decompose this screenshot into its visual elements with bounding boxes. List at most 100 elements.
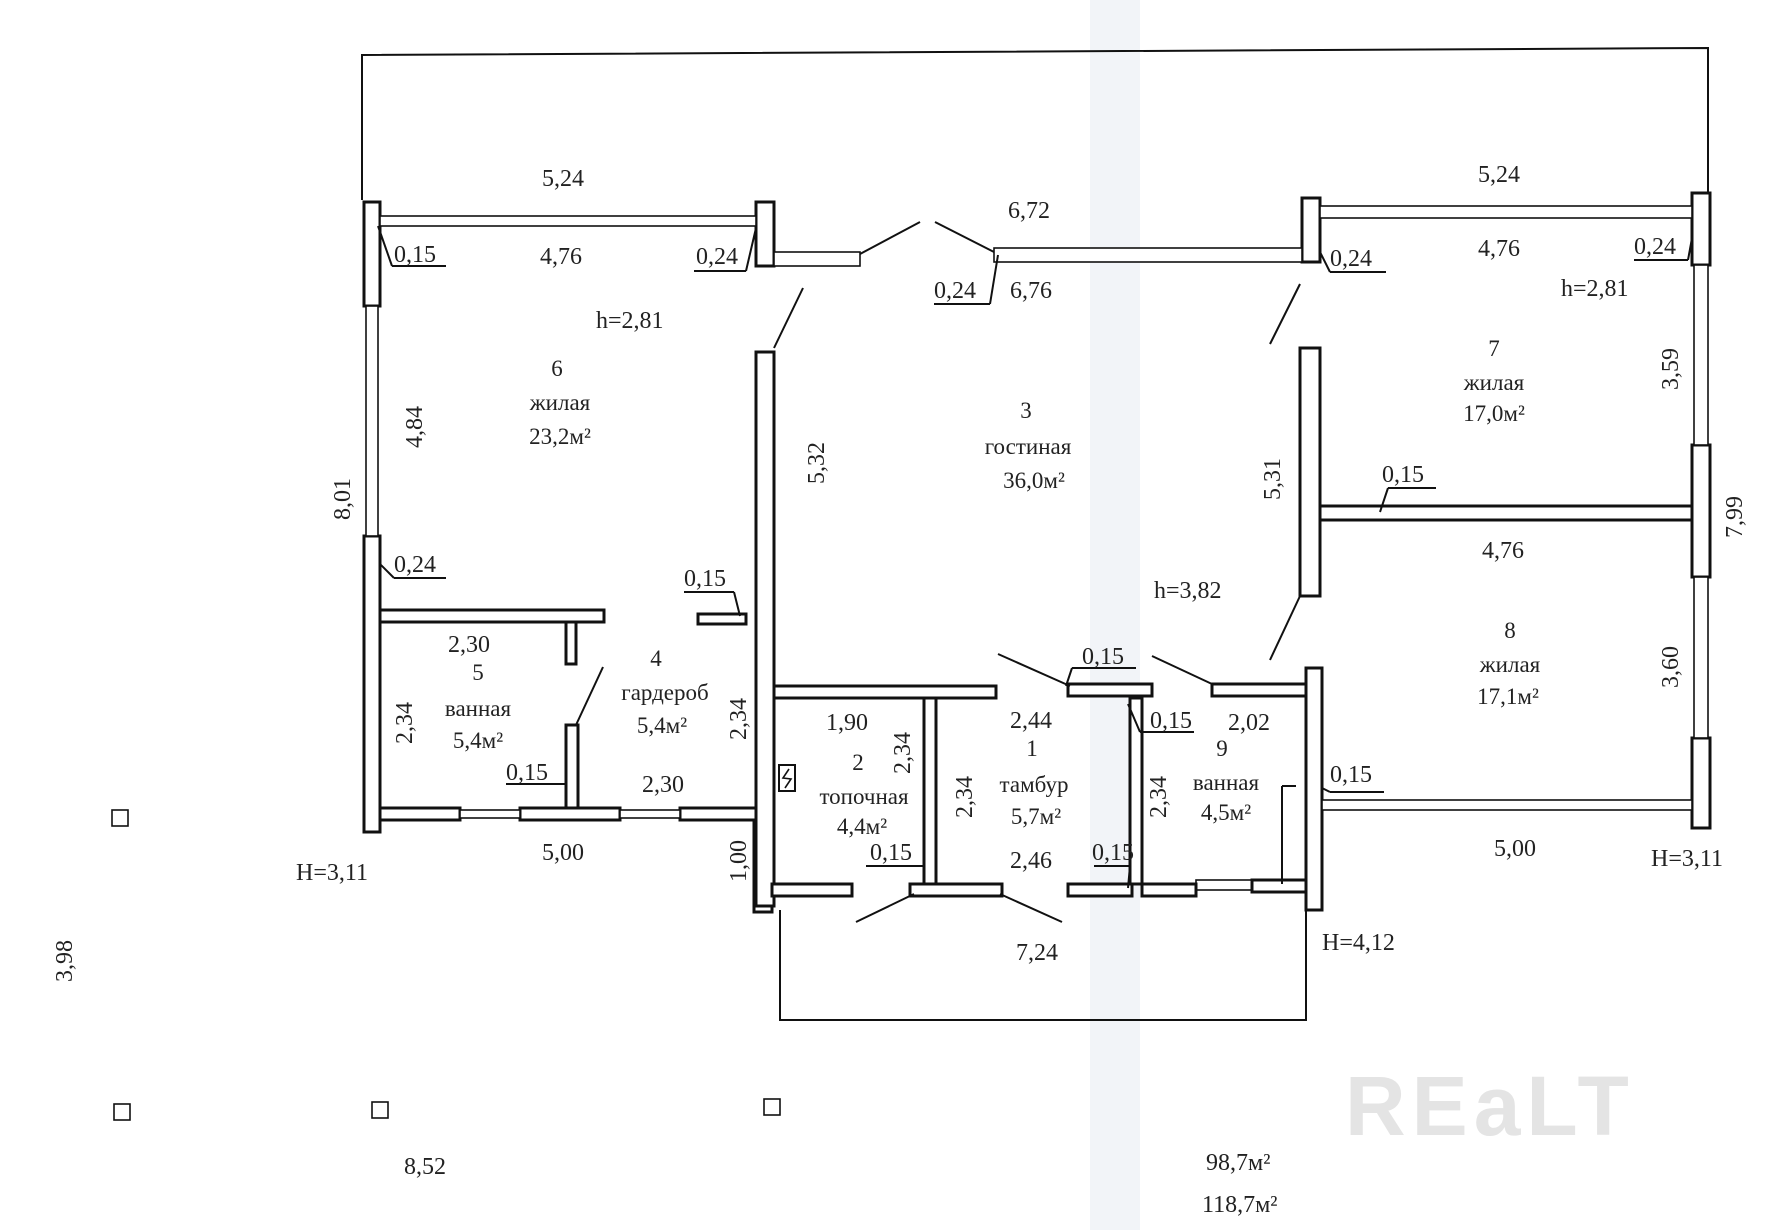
room-6-label: 6 жилая 23,2м² xyxy=(529,356,591,449)
svg-text:гардероб: гардероб xyxy=(621,680,708,705)
room-8-label: 8 жилая 17,1м² xyxy=(1477,618,1541,709)
svg-text:4,84: 4,84 xyxy=(402,406,428,448)
svg-text:5,4м²: 5,4м² xyxy=(637,713,687,738)
svg-text:6,76: 6,76 xyxy=(1010,278,1052,304)
svg-text:3,59: 3,59 xyxy=(1658,348,1684,390)
svg-text:1,90: 1,90 xyxy=(826,710,868,736)
svg-text:2,34: 2,34 xyxy=(1146,776,1172,818)
room-5-label: 5 ванная 5,4м² xyxy=(445,660,512,753)
svg-text:тамбур: тамбур xyxy=(1000,772,1069,797)
svg-text:H=3,11: H=3,11 xyxy=(1651,846,1723,872)
svg-text:3,60: 3,60 xyxy=(1658,646,1684,688)
svg-text:23,2м²: 23,2м² xyxy=(529,424,591,449)
room-4-label: 4 гардероб 5,4м² xyxy=(621,646,708,738)
svg-text:0,24: 0,24 xyxy=(1330,246,1372,272)
svg-text:17,1м²: 17,1м² xyxy=(1477,684,1539,709)
svg-text:7,24: 7,24 xyxy=(1016,940,1058,966)
dimension-labels: 5,24 4,76 0,15 0,24 6,72 6,76 0,24 5,24 … xyxy=(394,162,1676,1218)
svg-text:5,24: 5,24 xyxy=(542,166,584,192)
svg-text:4,76: 4,76 xyxy=(540,244,582,270)
svg-text:2,30: 2,30 xyxy=(448,632,490,658)
svg-text:36,0м²: 36,0м² xyxy=(1003,468,1065,493)
room-7-label: 7 жилая 17,0м² xyxy=(1463,336,1525,426)
paper-fold xyxy=(1090,0,1140,1230)
room-9-label: 9 ванная 4,5м² xyxy=(1193,736,1260,825)
svg-text:жилая: жилая xyxy=(529,390,591,415)
svg-text:0,24: 0,24 xyxy=(1634,234,1676,260)
outline xyxy=(361,46,1709,1021)
svg-text:0,15: 0,15 xyxy=(684,566,726,592)
svg-text:2,34: 2,34 xyxy=(726,698,752,740)
svg-text:6,72: 6,72 xyxy=(1008,198,1050,224)
svg-text:2,46: 2,46 xyxy=(1010,848,1052,874)
svg-text:2,44: 2,44 xyxy=(1010,708,1052,734)
svg-text:2,34: 2,34 xyxy=(392,702,418,744)
watermark-logo: REaLT xyxy=(1345,1059,1635,1153)
room-3-label: 3 гостиная 36,0м² xyxy=(985,398,1072,493)
svg-text:8: 8 xyxy=(1504,618,1516,643)
svg-text:0,15: 0,15 xyxy=(394,242,436,268)
svg-text:H=3,11: H=3,11 xyxy=(296,860,368,886)
svg-text:4,4м²: 4,4м² xyxy=(837,814,887,839)
svg-text:2,02: 2,02 xyxy=(1228,710,1270,736)
svg-text:5,31: 5,31 xyxy=(1260,458,1286,500)
svg-text:5,4м²: 5,4м² xyxy=(453,728,503,753)
leader-lines xyxy=(377,225,1693,889)
svg-text:5,7м²: 5,7м² xyxy=(1011,804,1061,829)
svg-text:1: 1 xyxy=(1026,736,1038,761)
svg-text:4: 4 xyxy=(650,646,662,671)
svg-text:7: 7 xyxy=(1488,336,1500,361)
height-labels: h=2,81 h=2,81 h=3,82 H=3,11 H=3,11 H=4,1… xyxy=(296,276,1723,956)
svg-text:1,00: 1,00 xyxy=(726,840,752,882)
svg-text:8,01: 8,01 xyxy=(330,478,356,520)
square-markers xyxy=(111,809,781,1121)
svg-text:жилая: жилая xyxy=(1479,652,1541,677)
svg-text:2,30: 2,30 xyxy=(642,772,684,798)
svg-text:0,15: 0,15 xyxy=(1082,644,1124,670)
svg-text:топочная: топочная xyxy=(819,784,909,809)
svg-text:0,24: 0,24 xyxy=(934,278,976,304)
svg-text:4,5м²: 4,5м² xyxy=(1201,800,1251,825)
svg-text:h=2,81: h=2,81 xyxy=(1561,276,1629,302)
svg-text:98,7м²: 98,7м² xyxy=(1206,1150,1270,1176)
room-2-label: 2 топочная 4,4м² xyxy=(819,750,909,839)
svg-text:жилая: жилая xyxy=(1463,370,1525,395)
svg-text:7,99: 7,99 xyxy=(1722,496,1748,538)
svg-text:5,00: 5,00 xyxy=(542,840,584,866)
svg-text:H=4,12: H=4,12 xyxy=(1322,930,1395,956)
svg-text:8,52: 8,52 xyxy=(404,1154,446,1180)
svg-text:h=2,81: h=2,81 xyxy=(596,308,664,334)
svg-text:6: 6 xyxy=(551,356,563,381)
svg-text:5: 5 xyxy=(472,660,484,685)
svg-text:2: 2 xyxy=(852,750,864,775)
svg-text:4,76: 4,76 xyxy=(1478,236,1520,262)
svg-text:ванная: ванная xyxy=(445,696,512,721)
svg-text:0,15: 0,15 xyxy=(1092,840,1134,866)
svg-text:h=3,82: h=3,82 xyxy=(1154,578,1222,604)
svg-text:0,15: 0,15 xyxy=(870,840,912,866)
electrical-panel-icon xyxy=(778,764,796,792)
svg-text:5,24: 5,24 xyxy=(1478,162,1520,188)
svg-text:2,34: 2,34 xyxy=(952,776,978,818)
vertical-dimension-labels: 8,01 4,84 5,32 5,31 3,59 7,99 3,60 2,34 … xyxy=(52,348,1748,982)
room-1-label: 1 тамбур 5,7м² xyxy=(1000,736,1069,829)
svg-text:0,15: 0,15 xyxy=(1150,708,1192,734)
svg-text:гостиная: гостиная xyxy=(985,434,1072,459)
svg-text:5,32: 5,32 xyxy=(804,442,830,484)
svg-text:3,98: 3,98 xyxy=(52,940,78,982)
svg-text:4,76: 4,76 xyxy=(1482,538,1524,564)
svg-text:0,15: 0,15 xyxy=(506,760,548,786)
svg-text:118,7м²: 118,7м² xyxy=(1202,1192,1278,1218)
svg-text:ванная: ванная xyxy=(1193,770,1260,795)
svg-text:5,00: 5,00 xyxy=(1494,836,1536,862)
interior-walls xyxy=(378,346,1694,908)
svg-text:2,34: 2,34 xyxy=(890,732,916,774)
svg-text:17,0м²: 17,0м² xyxy=(1463,401,1525,426)
svg-text:0,15: 0,15 xyxy=(1330,762,1372,788)
door-swings xyxy=(575,221,1301,923)
svg-text:3: 3 xyxy=(1020,398,1032,423)
svg-text:0,24: 0,24 xyxy=(394,552,436,578)
svg-text:0,15: 0,15 xyxy=(1382,462,1424,488)
windows xyxy=(365,205,1709,891)
